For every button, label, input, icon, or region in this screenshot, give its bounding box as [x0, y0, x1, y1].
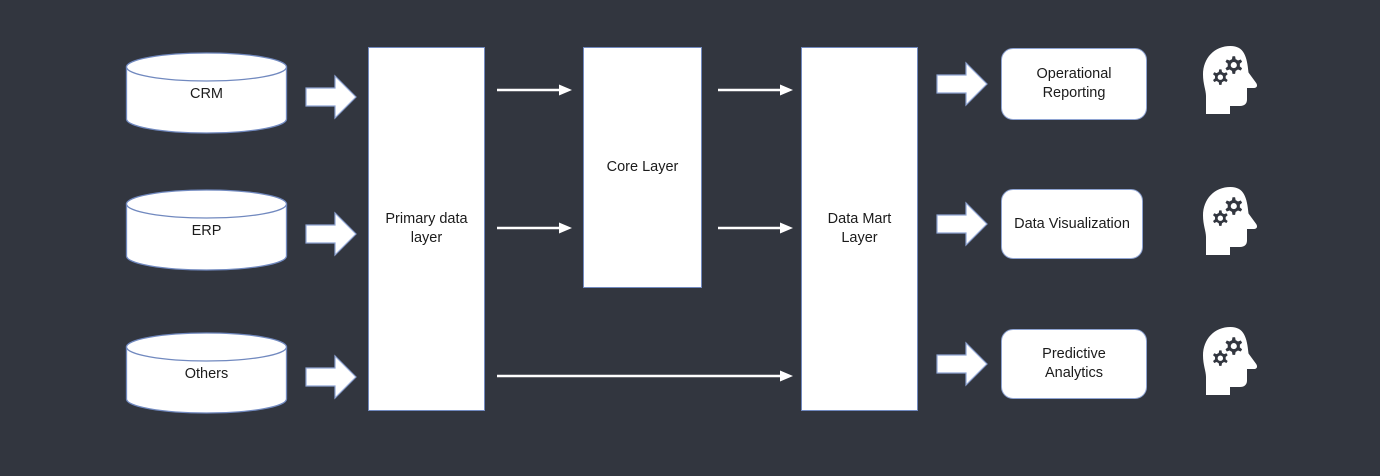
- layer-box-core-layer[interactable]: Core Layer: [583, 47, 702, 288]
- output-box-data-visualization[interactable]: Data Visualization: [1001, 189, 1143, 259]
- block-arrow-datamart-to-visualization: [936, 201, 988, 247]
- arrow-right-icon: [718, 222, 793, 234]
- block-arrow-datamart-to-predictive: [936, 341, 988, 387]
- block-arrow-erp-to-primary: [305, 211, 357, 257]
- line-arrow-primary-to-core-middle: [497, 220, 573, 236]
- arrow-right-icon: [497, 222, 572, 234]
- arrow-right-icon: [305, 74, 357, 120]
- line-arrow-core-to-datamart-top: [718, 82, 794, 98]
- consumer-head-with-gears-icon-1: [1200, 44, 1260, 122]
- arrow-right-icon: [305, 354, 357, 400]
- output-label: Data Visualization: [1014, 215, 1130, 232]
- cylinder-shape: [125, 332, 288, 414]
- layer-label: Core Layer: [606, 159, 679, 176]
- head-with-gears-icon: [1203, 327, 1258, 395]
- line-arrow-primary-to-core-top: [497, 82, 573, 98]
- source-cylinder-erp[interactable]: ERP: [125, 189, 288, 271]
- block-arrow-crm-to-primary: [305, 74, 357, 120]
- consumer-head-with-gears-icon-3: [1200, 325, 1260, 403]
- arrow-right-icon: [718, 84, 793, 96]
- output-box-operational-reporting[interactable]: Operational Reporting: [1001, 48, 1147, 120]
- cylinder-shape: [125, 52, 288, 134]
- block-arrow-datamart-to-reporting: [936, 61, 988, 107]
- line-arrow-core-to-datamart-middle: [718, 220, 794, 236]
- arrow-right-icon: [497, 84, 572, 96]
- output-label: Operational Reporting: [1036, 66, 1112, 101]
- output-label: Predictive Analytics: [1042, 346, 1106, 381]
- source-label: CRM: [189, 86, 224, 103]
- layer-box-primary-data-layer[interactable]: Primary data layer: [368, 47, 485, 411]
- arrow-right-icon: [305, 211, 357, 257]
- arrow-right-icon: [936, 61, 988, 107]
- source-label: Others: [184, 366, 229, 383]
- layer-label: Primary data layer: [385, 211, 468, 246]
- layer-label: Data Mart Layer: [827, 211, 892, 246]
- consumer-head-with-gears-icon-2: [1200, 185, 1260, 263]
- arrow-right-icon: [497, 370, 793, 382]
- cylinder-shape: [125, 189, 288, 271]
- output-box-predictive-analytics[interactable]: Predictive Analytics: [1001, 329, 1147, 399]
- head-with-gears-icon: [1203, 46, 1258, 114]
- arrow-right-icon: [936, 201, 988, 247]
- head-with-gears-icon: [1203, 187, 1258, 255]
- line-arrow-primary-to-datamart-bypass: [497, 368, 794, 384]
- layer-box-data-mart-layer[interactable]: Data Mart Layer: [801, 47, 918, 411]
- source-label: ERP: [191, 223, 222, 240]
- source-cylinder-crm[interactable]: CRM: [125, 52, 288, 134]
- source-cylinder-others[interactable]: Others: [125, 332, 288, 414]
- arrow-right-icon: [936, 341, 988, 387]
- block-arrow-others-to-primary: [305, 354, 357, 400]
